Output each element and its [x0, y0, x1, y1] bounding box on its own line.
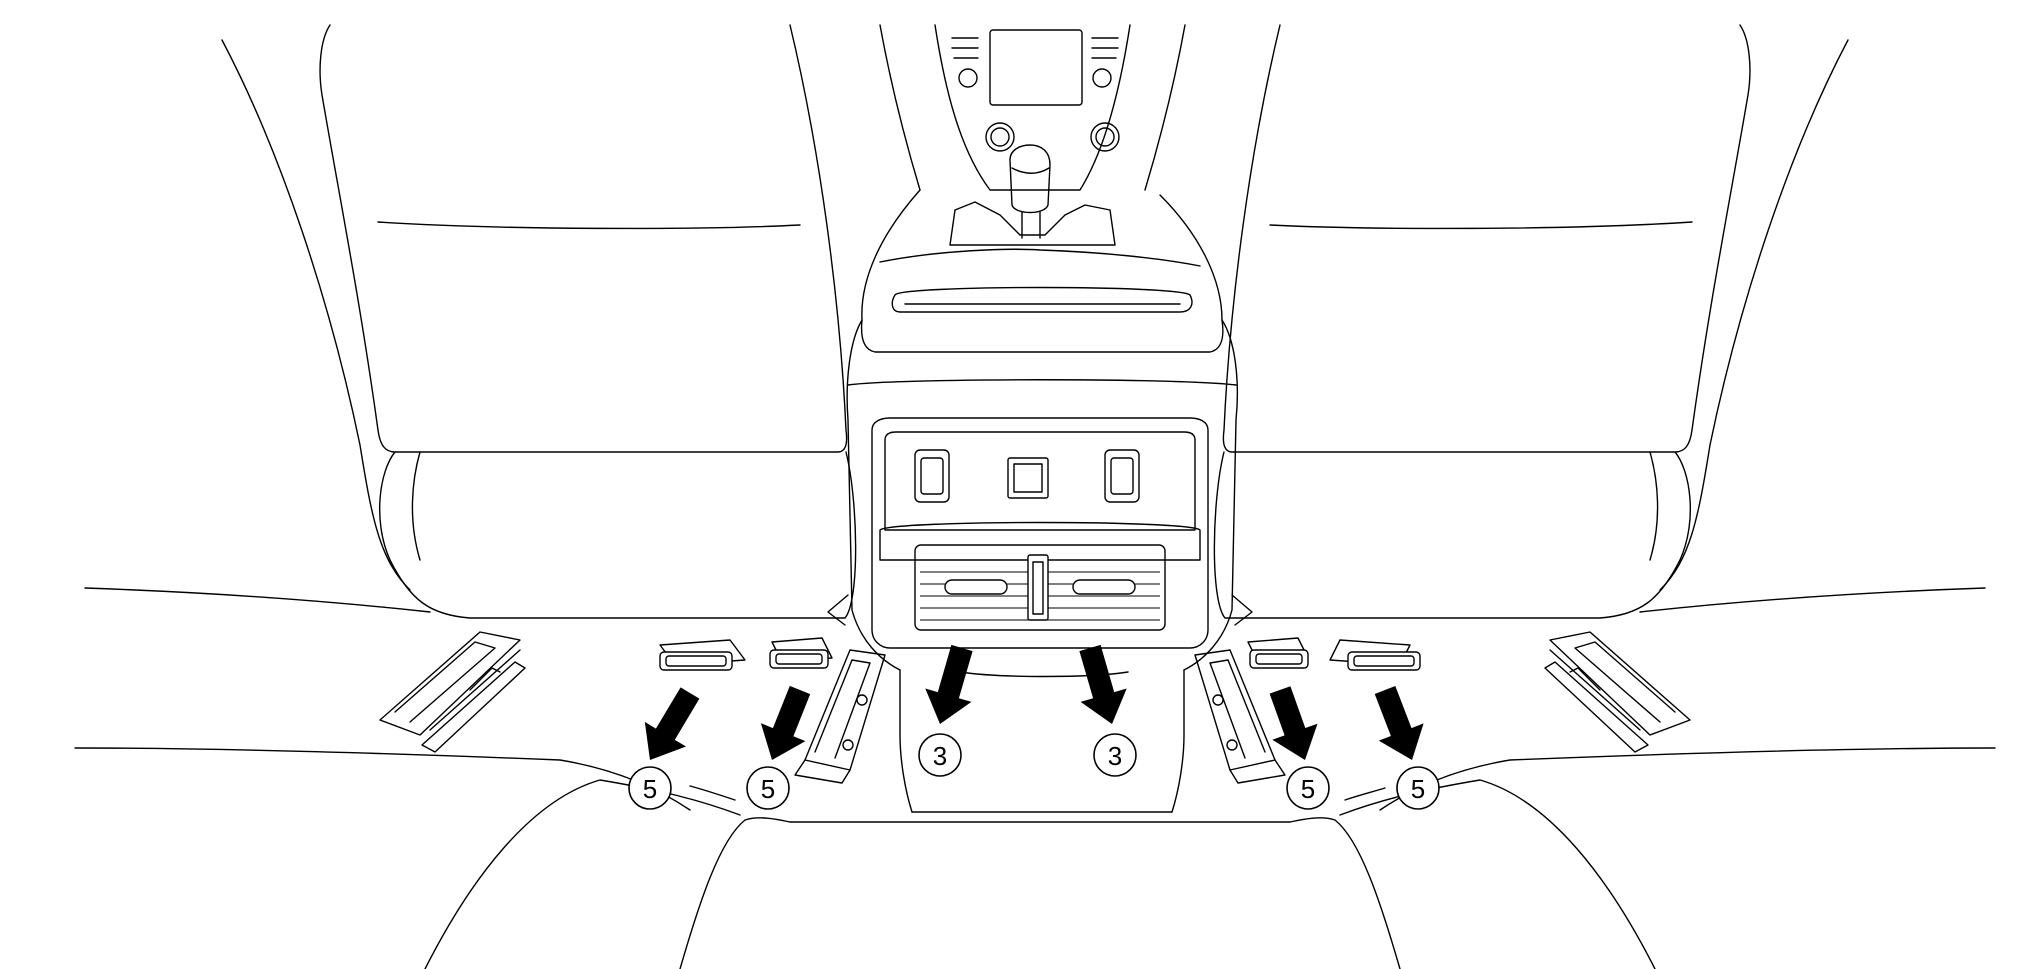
right-knob [1090, 122, 1120, 152]
right-front-seat [1213, 24, 1996, 811]
console-left-tab [827, 594, 849, 626]
rear-right-cushion-top [1339, 779, 1656, 969]
right-inner-seat-rail [1194, 649, 1286, 784]
center-rear-button-inner [1013, 463, 1043, 493]
direction-arrow-4 [1079, 644, 1127, 724]
console-armrest-slot [891, 286, 1193, 313]
right-floor-line-lower [1379, 747, 1996, 811]
right-seat-bolster [1213, 451, 1691, 619]
center-stack-left-edge [879, 24, 921, 191]
rear-panel-inner [884, 431, 1196, 531]
rear-center-cushion-right [1289, 817, 1401, 969]
callout-6-label: 5 [1411, 774, 1425, 804]
direction-arrow-6 [1374, 686, 1424, 760]
console-body-right [1183, 319, 1238, 671]
left-inner-seat-rail [794, 649, 886, 784]
floor-duct-outlet-4 [1329, 639, 1421, 671]
left-seat-rail-outer [379, 631, 526, 753]
left-seat-seam-upper [377, 221, 801, 230]
left-floor-line-lower [74, 747, 691, 811]
rear-seat-cushions [424, 779, 1656, 969]
right-seatback-outer [1659, 39, 1849, 591]
vent-center-divider-inner [1032, 561, 1044, 615]
console-lower-face [959, 671, 1129, 678]
right-floor-line [1639, 587, 1986, 613]
callout-1-label: 5 [643, 774, 657, 804]
callout-2-label: 5 [761, 774, 775, 804]
console-shoulder-line [847, 379, 1237, 386]
shift-knob [1009, 144, 1051, 214]
callout-connector-left [689, 785, 736, 801]
callout-3-label: 3 [933, 741, 947, 771]
right-dash-vent [1091, 37, 1119, 88]
callout-3: 3 [918, 733, 962, 777]
left-knob [985, 122, 1015, 152]
direction-arrow-2 [760, 685, 811, 760]
left-front-seat [74, 24, 857, 811]
right-knob-inner [1095, 127, 1115, 147]
left-dash-vent [951, 37, 979, 88]
callout-4-label: 3 [1108, 741, 1122, 771]
rear-left-cushion-top [424, 779, 741, 969]
callout-6: 5 [1396, 766, 1440, 810]
arrows [644, 644, 1424, 760]
direction-arrow-3 [925, 644, 973, 724]
floor-duct-outlet-1 [659, 639, 746, 671]
console-armrest-top [860, 189, 1224, 353]
right-vent-louver-tab [1072, 579, 1136, 595]
center-console [827, 189, 1253, 813]
rear-vent-opening [914, 544, 1166, 631]
left-floor-line [84, 587, 431, 613]
right-seatback-cover [1222, 24, 1751, 453]
right-seat-bolster-inner [1649, 451, 1659, 561]
rear-center-cushion-left [679, 817, 791, 969]
direction-arrow-5 [1269, 686, 1318, 760]
left-seatback-outer [221, 39, 411, 591]
console-armrest-ridge [879, 248, 1201, 267]
right-seat-seam-upper [1269, 221, 1693, 230]
right-rear-switch-inner [1110, 457, 1134, 495]
floor-duct-outlet-3 [1247, 637, 1309, 669]
direction-arrow-1 [644, 687, 700, 760]
callout-1: 5 [628, 766, 672, 810]
rear-panel-frame [871, 417, 1209, 649]
left-seat-bolster [379, 451, 857, 619]
shift-boot [949, 201, 1116, 246]
console-lower-left [899, 669, 913, 813]
callout-connector-right [1344, 787, 1386, 801]
console-lower-right [1171, 669, 1185, 813]
shift-stem [1021, 211, 1041, 239]
center-rear-button [1007, 457, 1049, 499]
right-rear-switch [1104, 449, 1140, 503]
callout-2: 5 [746, 766, 790, 810]
console-right-tab [1231, 594, 1253, 626]
callout-5: 5 [1286, 766, 1330, 810]
left-seat-bolster-inner [411, 451, 421, 561]
center-stack-right-edge [1144, 24, 1186, 191]
shift-knob-top [1011, 167, 1050, 174]
center-stack [879, 24, 1186, 191]
left-vent-louver-tab [944, 579, 1008, 595]
display-screen [989, 29, 1083, 106]
right-seat-rail-outer [1544, 631, 1691, 753]
floor-duct-outlet-2 [769, 637, 833, 669]
center-stack-panel [934, 24, 1131, 191]
left-knob-inner [990, 127, 1010, 147]
callout-4: 3 [1093, 733, 1137, 777]
shift-lever [949, 144, 1116, 246]
callout-5-label: 5 [1301, 774, 1315, 804]
console-body-left [846, 319, 901, 671]
left-rear-switch-inner [920, 457, 944, 495]
rear-vent-bezel [879, 521, 1201, 561]
left-rear-switch [914, 449, 950, 503]
left-seatback-cover [319, 24, 848, 453]
